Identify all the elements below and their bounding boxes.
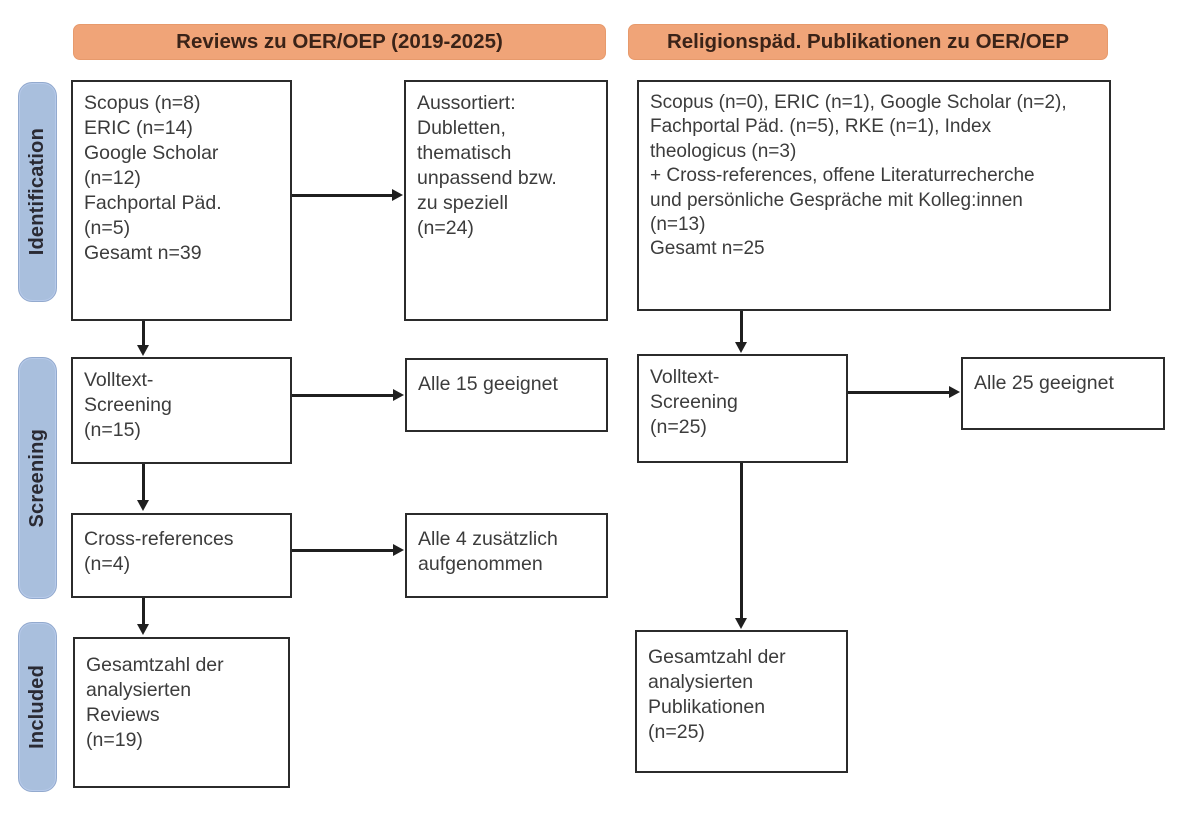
- box-line: (n=24): [417, 217, 474, 240]
- box-line: analysierten: [648, 671, 754, 694]
- arrow-crossrefs-to-included: [137, 624, 149, 635]
- box-line: Alle 15 geeignet: [418, 373, 558, 395]
- box-line: (n=5): [84, 217, 131, 240]
- box-screening-result-publications: Alle 25 geeignet: [961, 357, 1165, 430]
- box-line: zu speziell: [417, 192, 509, 215]
- box-line: + Cross-references, offene Literaturrech…: [650, 165, 1035, 187]
- box-line: Gesamtzahl der: [86, 654, 224, 676]
- connector-screening-to-result-right: [848, 391, 949, 394]
- box-line: Gesamtzahl der: [648, 646, 786, 668]
- box-cross-references-reviews: Cross-references (n=4): [71, 513, 292, 598]
- connector-sources-to-screening: [142, 321, 145, 348]
- arrow-screening-to-result-right: [949, 386, 960, 398]
- box-line: (n=19): [86, 729, 143, 752]
- column-header-religionspaed: Religionspäd. Publikationen zu OER/OEP: [628, 24, 1108, 60]
- box-included-reviews: Gesamtzahl der analysierten Reviews (n=1…: [73, 637, 290, 788]
- box-line: unpassend bzw.: [417, 167, 557, 190]
- box-line: (n=12): [84, 167, 141, 190]
- box-line: (n=13): [650, 214, 706, 236]
- box-line: Gesamt n=39: [84, 242, 202, 265]
- connector-sources-to-excluded: [292, 194, 392, 197]
- arrow-sources-to-screening: [137, 345, 149, 356]
- box-line: aufgenommen: [418, 553, 543, 576]
- box-sources-reviews: Scopus (n=8) ERIC (n=14) Google Scholar …: [71, 80, 292, 321]
- box-line: Alle 25 geeignet: [974, 372, 1114, 394]
- box-line: Screening: [650, 391, 738, 414]
- box-line: analysierten: [86, 679, 192, 702]
- arrow-screening-to-result: [393, 389, 404, 401]
- column-header-religionspaed-text: Religionspäd. Publikationen zu OER/OEP: [666, 30, 1070, 53]
- box-line: Publikationen: [648, 696, 766, 719]
- box-sources-publications: Scopus (n=0), ERIC (n=1), Google Scholar…: [637, 80, 1111, 311]
- connector-screening-to-crossrefs: [142, 464, 145, 502]
- box-line: (n=15): [84, 419, 141, 442]
- connector-screening-to-result: [292, 394, 393, 397]
- column-header-reviews: Reviews zu OER/OEP (2019-2025): [73, 24, 606, 60]
- box-line: Google Scholar: [84, 142, 219, 165]
- box-line: Alle 4 zusätzlich: [418, 528, 558, 550]
- box-screening-result-reviews: Alle 15 geeignet: [405, 358, 608, 432]
- stage-label-included-text: Included: [26, 665, 48, 749]
- box-fulltext-screening-publications: Volltext- Screening (n=25): [637, 354, 848, 463]
- box-line: Scopus (n=8): [84, 92, 201, 114]
- box-line: Dubletten,: [417, 117, 506, 140]
- box-excluded-reviews: Aussortiert: Dubletten, thematisch unpas…: [404, 80, 608, 321]
- box-line: Screening: [84, 394, 172, 417]
- box-line: (n=25): [650, 416, 707, 439]
- stage-label-included: Included: [18, 622, 57, 792]
- stage-label-identification-text: Identification: [26, 128, 48, 256]
- box-line: Fachportal Päd.: [84, 192, 222, 215]
- connector-crossrefs-to-included: [142, 598, 145, 626]
- stage-label-identification: Identification: [18, 82, 57, 302]
- box-line: Volltext-: [650, 366, 720, 388]
- box-line: (n=25): [648, 721, 705, 744]
- box-line: und persönliche Gespräche mit Kolleg:inn…: [650, 189, 1023, 211]
- box-line: theologicus (n=3): [650, 140, 797, 162]
- connector-crossrefs-to-result: [292, 549, 393, 552]
- box-line: Volltext-: [84, 369, 154, 391]
- box-line: Scopus (n=0), ERIC (n=1), Google Scholar…: [650, 92, 1067, 113]
- box-line: ERIC (n=14): [84, 117, 193, 140]
- column-header-reviews-text: Reviews zu OER/OEP (2019-2025): [176, 30, 503, 53]
- arrow-screening-to-crossrefs: [137, 500, 149, 511]
- connector-sources-to-screening-right: [740, 311, 743, 344]
- arrow-screening-to-included-right: [735, 618, 747, 629]
- stage-label-screening-text: Screening: [26, 428, 48, 528]
- box-included-publications: Gesamtzahl der analysierten Publikatione…: [635, 630, 848, 773]
- box-fulltext-screening-reviews: Volltext- Screening (n=15): [71, 357, 292, 464]
- box-cross-references-result-reviews: Alle 4 zusätzlich aufgenommen: [405, 513, 608, 598]
- stage-label-screening: Screening: [18, 357, 57, 599]
- box-line: Cross-references: [84, 528, 234, 550]
- box-line: Reviews: [86, 704, 160, 727]
- arrow-sources-to-excluded: [392, 189, 403, 201]
- connector-screening-to-included-right: [740, 463, 743, 620]
- box-line: (n=4): [84, 553, 131, 576]
- box-line: Fachportal Päd. (n=5), RKE (n=1), Index: [650, 116, 992, 138]
- box-line: thematisch: [417, 142, 512, 165]
- box-line: Gesamt n=25: [650, 238, 765, 260]
- arrow-crossrefs-to-result: [393, 544, 404, 556]
- box-line: Aussortiert:: [417, 92, 516, 114]
- arrow-sources-to-screening-right: [735, 342, 747, 353]
